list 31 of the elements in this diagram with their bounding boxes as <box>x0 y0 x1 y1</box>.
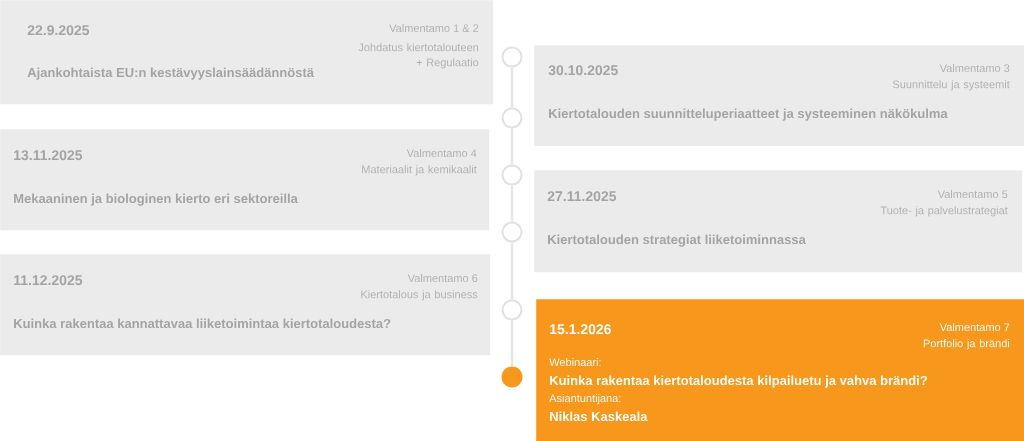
session-number: Valmentamo 7 <box>939 323 1010 332</box>
timeline-dot <box>501 221 523 243</box>
field-label: Asiantuntijana: <box>549 394 621 405</box>
date-label: 15.1.2026 <box>550 324 611 335</box>
session-title: Kiertotalouden strategiat liiketoiminnassa <box>548 234 806 247</box>
timeline-dot <box>501 299 523 321</box>
field-label: Webinaari: <box>549 358 601 367</box>
session-number: Valmentamo 3 <box>939 64 1010 73</box>
session-title: Kuinka rakentaa kannattavaa liiketoimintaa kiertotaloudesta? <box>14 318 391 329</box>
topic-label: Tuote- ja palvelustrategiat <box>880 206 1008 217</box>
session-number: Valmentamo 5 <box>937 190 1008 199</box>
date-label: 13.11.2025 <box>14 150 83 161</box>
session-title: Ajankohtaista EU:n kestävyyslainsäädännöstä <box>27 67 315 80</box>
date-label: 27.11.2025 <box>547 191 617 202</box>
session-title: Mekaaninen ja biologinen kierto eri sektoreilla <box>14 193 298 206</box>
timeline-dot <box>501 164 523 186</box>
topic-label: Portfolio ja brändi <box>923 339 1010 350</box>
session-number: Valmentamo 4 <box>406 149 477 158</box>
session-title: Kuinka rakentaa kiertotaloudesta kilpailuetu ja vahva brändi? <box>550 375 927 388</box>
session-title: Kiertotalouden suunnitteluperiaatteet ja systeeminen näkökulma <box>549 108 948 121</box>
session-number: Valmentamo 6 <box>407 274 478 283</box>
topic-label: Johdatus kiertotalouteen + Regulaatio <box>358 43 479 69</box>
speaker-name: Niklas Kaskeala <box>550 411 648 422</box>
topic-label: Suunnittelu ja systeemit <box>892 80 1010 91</box>
timeline-dot <box>501 107 523 129</box>
timeline-dot <box>501 46 523 68</box>
date-label: 11.12.2025 <box>14 275 83 286</box>
timeline-dot <box>501 366 523 388</box>
topic-label: Kiertotalous ja business <box>361 290 478 301</box>
date-label: 22.9.2025 <box>27 25 90 36</box>
date-label: 30.10.2025 <box>548 65 618 76</box>
